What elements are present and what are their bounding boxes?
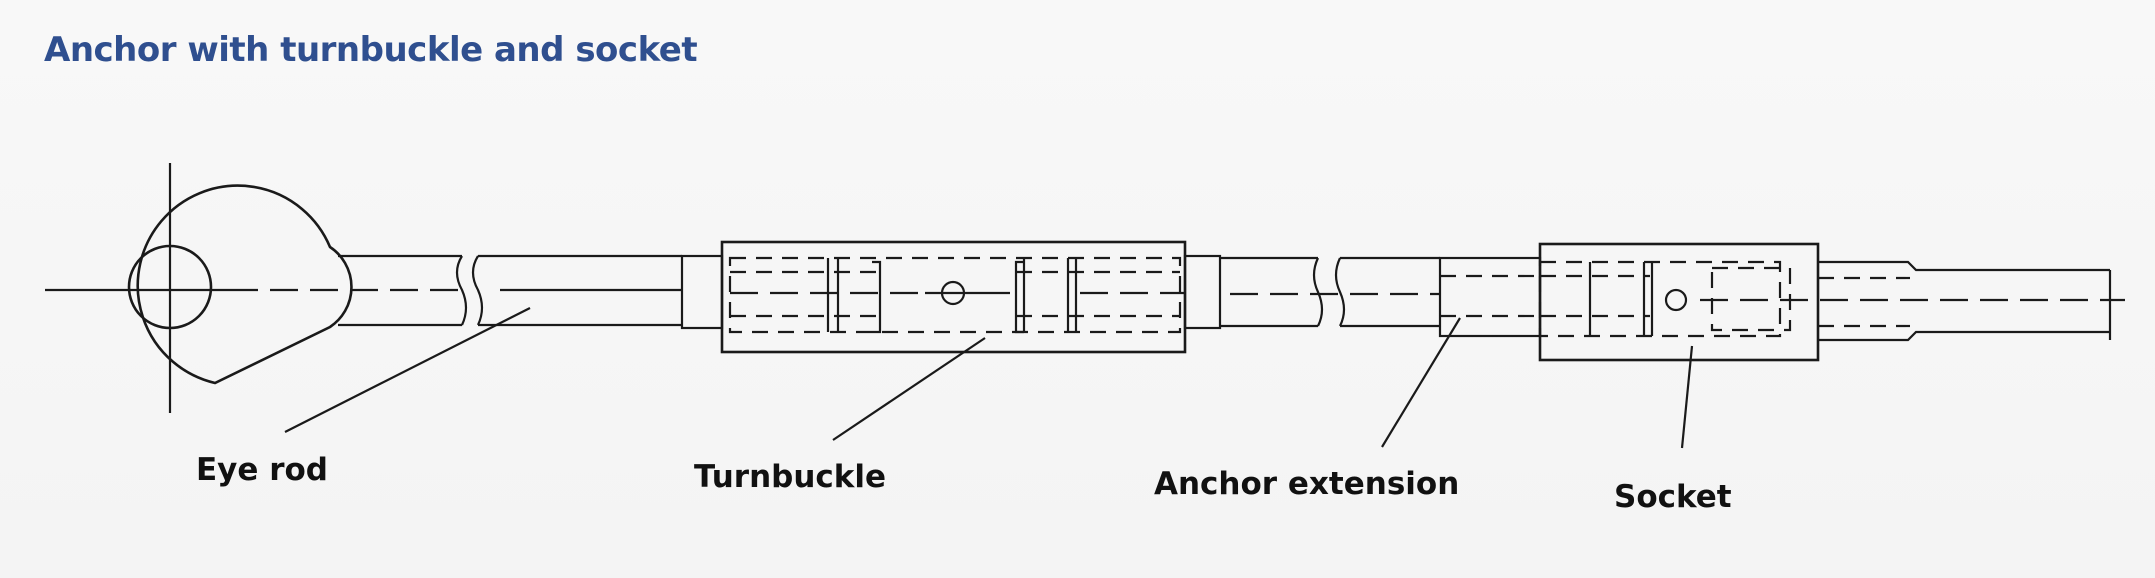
diagram-title: Anchor with turnbuckle and socket — [44, 30, 698, 70]
label-eye-rod: Eye rod — [196, 452, 328, 488]
anchor-extension-part — [1220, 256, 1542, 338]
socket-pin-hole — [1664, 288, 1688, 312]
turnbuckle-right-hub — [1183, 254, 1222, 330]
cable-taper — [1818, 260, 2110, 272]
turnbuckle-inner-bore — [728, 256, 1182, 334]
turnbuckle-leader-line — [832, 337, 986, 441]
turnbuckle-right-insert-end — [1014, 260, 1024, 334]
extension-break-mark-left — [1312, 257, 1324, 327]
eye-rod-break-mark-left — [455, 255, 468, 326]
turnbuckle-left-insert-end — [872, 260, 882, 334]
eye-rod-eye-outline — [136, 184, 353, 385]
anchor-extension-leader-line — [1381, 317, 1461, 448]
eye-rod-part — [45, 163, 682, 413]
eye-rod-leader-line — [284, 307, 531, 433]
socket-cable-bore — [1710, 266, 1792, 332]
eye-rod-break-mark-right — [471, 255, 484, 326]
turnbuckle-part — [680, 240, 1222, 354]
label-anchor-extension: Anchor extension — [1154, 466, 1460, 502]
label-socket: Socket — [1614, 479, 1732, 515]
socket-part — [1538, 242, 1820, 362]
socket-inner-bore — [1538, 260, 1782, 338]
cable-part — [1818, 260, 2125, 342]
label-turnbuckle: Turnbuckle — [694, 459, 887, 495]
turnbuckle-body — [720, 240, 1187, 354]
cable-taper-bottom — [1818, 330, 2110, 342]
turnbuckle-left-hub — [680, 254, 724, 330]
socket-leader-line — [1680, 345, 1694, 449]
extension-break-mark-right — [1334, 257, 1346, 327]
